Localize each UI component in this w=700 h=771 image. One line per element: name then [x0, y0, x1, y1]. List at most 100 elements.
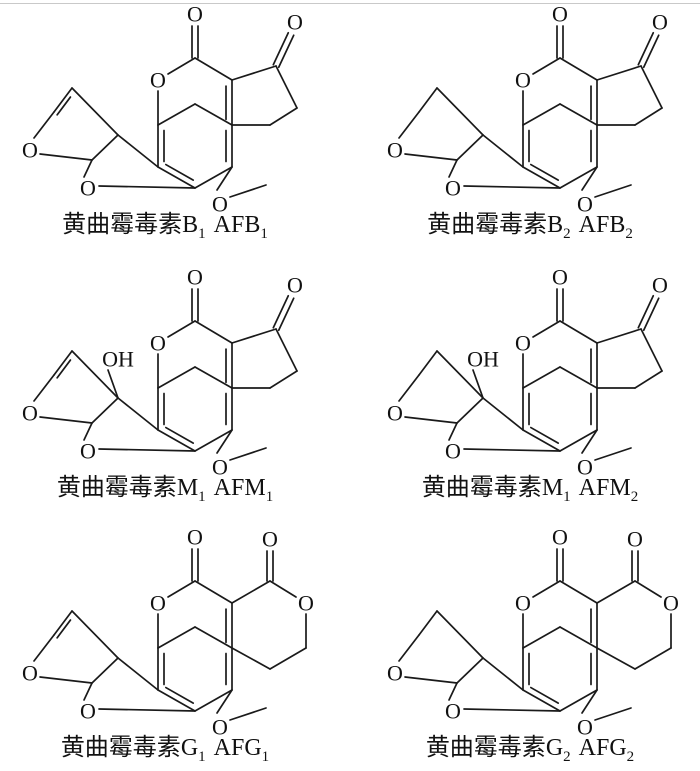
bond-pyr-2	[167, 580, 196, 598]
carbonyl-o1-label: O	[552, 265, 568, 290]
bond-pyr-2	[167, 320, 196, 338]
caption-letter: G	[181, 735, 198, 761]
bond-lac-5	[596, 647, 636, 670]
bond-df-4	[39, 153, 93, 161]
bond-benz-5	[157, 166, 196, 189]
bond-pyr-3	[194, 57, 233, 81]
bond-benz-2	[194, 103, 233, 126]
bond-pyr-2	[532, 320, 561, 338]
caption-name: 黄曲霉毒素	[57, 474, 177, 501]
bond-fur-3	[83, 682, 93, 701]
bond-ome-2	[594, 184, 632, 198]
bond-benz-1	[157, 626, 196, 649]
caption-code: AFB	[579, 212, 626, 238]
bond-benz-1	[157, 366, 196, 389]
bond-fur-1	[482, 657, 524, 691]
bond-fur-2	[91, 397, 119, 424]
ring-o-label: O	[515, 591, 531, 616]
carbonyl-2-a	[642, 34, 660, 69]
bond-df-4	[404, 676, 458, 684]
ring-o-label: O	[515, 331, 531, 356]
furan-o1-label: O	[387, 661, 403, 686]
furan-o2-label: O	[80, 699, 96, 724]
hydroxy-label: OH	[467, 347, 499, 372]
bond-fur-1	[117, 657, 159, 691]
caption-name: 黄曲霉毒素	[427, 211, 547, 238]
bond-benz-2	[559, 366, 598, 389]
bond-benz-1	[522, 626, 561, 649]
furan-o1-label: O	[22, 401, 38, 426]
caption-name: 黄曲霉毒素	[62, 211, 182, 238]
bond-benz-5	[157, 429, 196, 452]
bond-fur-2	[456, 397, 484, 424]
bond-fur-3	[83, 422, 93, 441]
furan-o1-label: O	[387, 138, 403, 163]
caption-name: 黄曲霉毒素	[61, 734, 181, 761]
lactone-o-label: O	[663, 591, 679, 616]
carbonyl-o1-label: O	[187, 2, 203, 27]
bond-benz-5-inner	[529, 163, 560, 181]
carbonyl-2-b	[637, 31, 655, 66]
furan-o2-label: O	[80, 439, 96, 464]
bond-fur-4	[463, 448, 561, 452]
furan-o1-label: O	[22, 661, 38, 686]
bond-ome-2	[229, 707, 267, 721]
furan-o1-label: O	[22, 138, 38, 163]
bond-benz-5	[157, 689, 196, 712]
bond-df-2-inner	[56, 96, 72, 116]
bond-cp-2	[275, 328, 298, 372]
carbonyl-2-a	[642, 297, 660, 332]
bond-fur-4	[98, 708, 196, 712]
furan-o2-label: O	[80, 176, 96, 201]
bond-pyr-2	[167, 57, 196, 75]
carbonyl-o2-label: O	[652, 10, 668, 35]
bond-fur-3	[448, 422, 458, 441]
bond-ome-1	[581, 166, 598, 191]
bond-benz-5-inner	[164, 426, 195, 444]
bond-fur-2	[456, 657, 484, 684]
carbonyl-o2-label: O	[262, 527, 278, 552]
bond-df-4	[404, 153, 458, 161]
bond-pyr-3	[194, 320, 233, 344]
bond-benz-4	[559, 166, 598, 189]
caption-letter: B	[547, 212, 563, 238]
bond-cp-1	[596, 328, 642, 344]
bond-benz-5	[522, 166, 561, 189]
carbonyl-o2-label: O	[627, 527, 643, 552]
bond-df-3	[33, 634, 55, 662]
bond-ome-2	[229, 447, 267, 461]
bond-cp-2	[275, 65, 298, 109]
bond-oh	[472, 369, 484, 399]
bond-benz-5	[522, 429, 561, 452]
carbonyl-o1-label: O	[552, 525, 568, 550]
carbonyl-2-b	[637, 294, 655, 329]
caption-sub2: 2	[627, 749, 635, 765]
bond-benz-1	[157, 103, 196, 126]
bond-df-3	[398, 111, 420, 139]
bond-fur-1	[482, 397, 524, 431]
bond-lac-4	[634, 647, 672, 670]
bond-benz-5	[522, 689, 561, 712]
bond-df-2-inner	[56, 619, 72, 639]
caption-sub2: 1	[266, 489, 274, 505]
bond-fur-4	[98, 448, 196, 452]
bond-benz-2	[194, 366, 233, 389]
caption-code: AFG	[214, 735, 262, 761]
carbonyl-2-a	[277, 297, 295, 332]
bond-fur-1	[117, 397, 159, 431]
bond-fur-4	[463, 708, 561, 712]
bond-cp-2	[640, 65, 663, 109]
furan-o2-label: O	[445, 439, 461, 464]
carbonyl-o2-label: O	[287, 10, 303, 35]
bond-benz-4	[559, 689, 598, 712]
bond-cp-3	[269, 370, 298, 389]
bond-benz-4	[194, 689, 233, 712]
methoxy-o-label: O	[212, 715, 228, 740]
